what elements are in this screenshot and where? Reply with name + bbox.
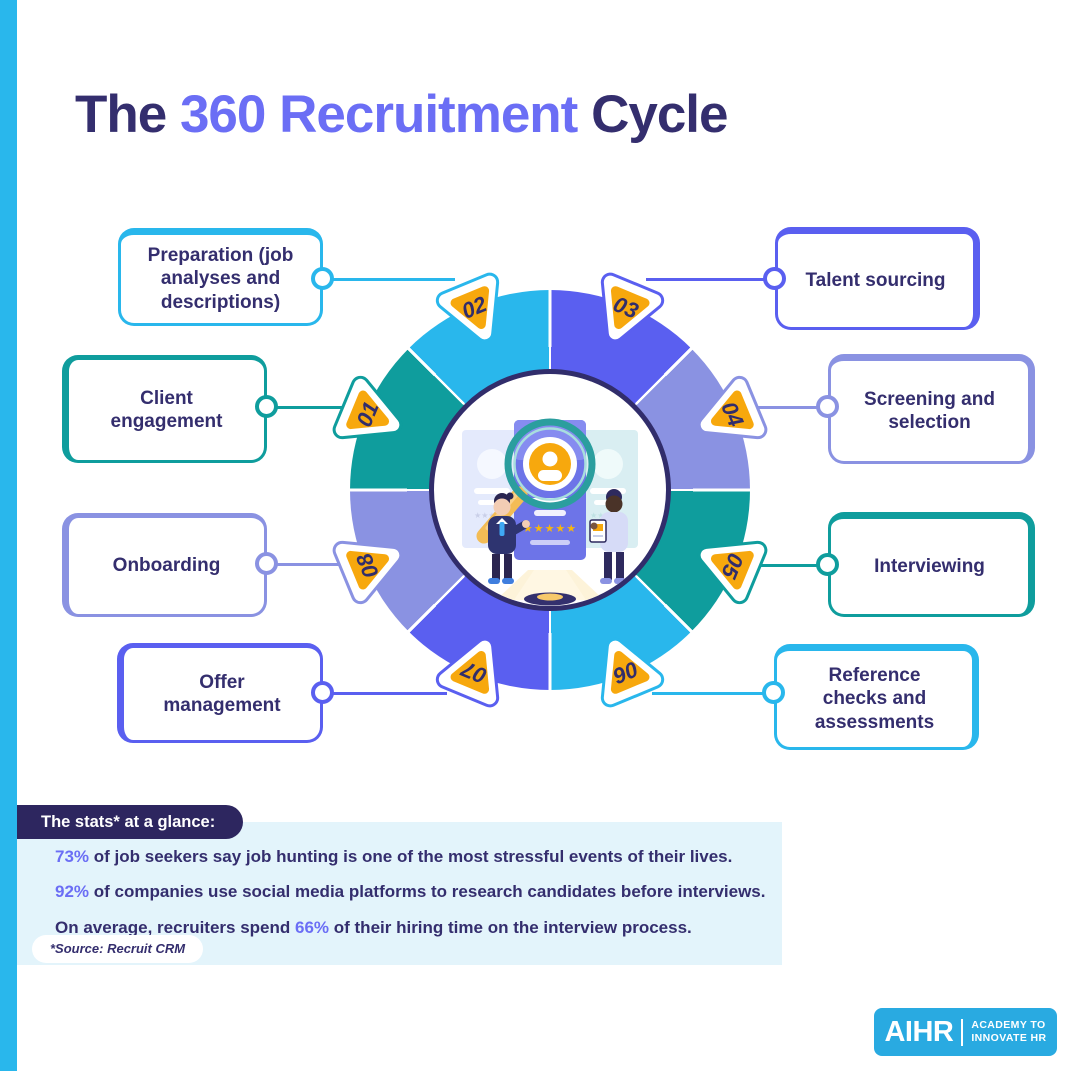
step-marker-08: 08 <box>332 540 403 605</box>
step-box-interviewing: Interviewing <box>828 512 1035 617</box>
step-marker-06: 06 <box>600 637 665 708</box>
stat-highlight: 66% <box>295 917 330 937</box>
step-box-screening-selection: Screening and selection <box>828 354 1035 464</box>
stat-highlight: 92% <box>55 882 90 902</box>
step-marker-03: 03 <box>600 272 665 343</box>
step-marker-01: 01 <box>332 375 403 440</box>
step-marker-02: 02 <box>435 272 500 343</box>
center-illustration: ★★★★★ ★★★★★ <box>462 418 638 606</box>
connector-line-06 <box>652 692 774 695</box>
connector-dot-03 <box>763 267 786 290</box>
connector-line-01 <box>267 406 347 409</box>
logo-divider <box>961 1018 964 1046</box>
logo-brand: AIHR <box>884 1015 954 1048</box>
step-label: Onboarding <box>112 555 221 577</box>
stats-header: The stats* at a glance: <box>17 805 244 839</box>
connector-dot-02 <box>311 267 334 290</box>
step-box-preparation: Preparation (job analyses and descriptio… <box>118 228 323 326</box>
step-label: Screening and selection <box>864 388 995 433</box>
connector-dot-05 <box>816 553 839 576</box>
step-label: Preparation (job analyses and descriptio… <box>147 245 294 313</box>
step-marker-07: 07 <box>435 637 500 708</box>
connector-line-05 <box>756 564 828 567</box>
recruiter-right-figure <box>589 489 628 584</box>
stat-text: On average, recruiters spend <box>55 917 295 937</box>
page-title: The 360 Recruitment Cycle <box>75 84 729 145</box>
step-marker-04: 04 <box>697 375 768 440</box>
connector-line-02 <box>323 278 455 281</box>
step-box-talent-sourcing: Talent sourcing <box>775 227 980 330</box>
logo-tagline: ACADEMY TO INNOVATE HR <box>971 1019 1046 1044</box>
svg-text:★★★★★: ★★★★★ <box>523 523 577 535</box>
candidate-card-center: ★★★★★ <box>514 420 586 560</box>
title-prefix: The <box>75 85 180 144</box>
connector-line-03 <box>646 278 775 281</box>
connector-line-07 <box>323 692 447 695</box>
connector-dot-01 <box>255 395 278 418</box>
step-label: Reference checks and assessments <box>814 665 935 733</box>
stat-line-3: On average, recruiters spend 66% of thei… <box>55 918 782 938</box>
step-marker-05: 05 <box>697 540 768 605</box>
connector-dot-08 <box>255 552 278 575</box>
title-suffix: Cycle <box>577 85 728 144</box>
stat-highlight: 73% <box>55 847 90 866</box>
step-box-onboarding: Onboarding <box>62 513 267 617</box>
title-highlight: 360 Recruitment <box>179 85 578 144</box>
aihr-logo: AIHR ACADEMY TO INNOVATE HR <box>874 1008 1057 1056</box>
source-badge: *Source: Recruit CRM <box>32 935 204 963</box>
logo-tagline-line1: ACADEMY TO <box>971 1019 1046 1032</box>
connector-dot-06 <box>762 681 785 704</box>
step-label: Talent sourcing <box>805 269 946 291</box>
stat-line-1: 73% of job seekers say job hunting is on… <box>55 847 782 867</box>
stat-text: of companies use social media platforms … <box>89 882 766 902</box>
logo-tagline-line2: INNOVATE HR <box>971 1032 1047 1044</box>
step-label: Offer management <box>163 671 281 716</box>
step-label: Client engagement <box>110 387 223 432</box>
step-label: Interviewing <box>874 555 985 577</box>
connector-dot-04 <box>816 395 839 418</box>
stat-text: of job seekers say job hunting is one of… <box>89 847 733 866</box>
stat-text: of their hiring time on the interview pr… <box>329 917 692 937</box>
left-accent-bar <box>0 0 17 1071</box>
step-box-client-engagement: Client engagement <box>62 355 267 463</box>
connector-line-04 <box>756 406 828 409</box>
wheel-center-circle: ★★★★★ ★★★★★ <box>429 369 671 611</box>
step-box-reference-checks: Reference checks and assessments <box>774 644 979 750</box>
cycle-wheel: ★★★★★ ★★★★★ <box>350 290 750 690</box>
light-beam <box>496 570 604 606</box>
stat-line-2: 92% of companies use social media platfo… <box>55 882 782 902</box>
recruiter-left-figure <box>488 492 530 584</box>
connector-line-08 <box>267 563 351 566</box>
step-box-offer-management: Offer management <box>117 643 323 743</box>
connector-dot-07 <box>311 681 334 704</box>
